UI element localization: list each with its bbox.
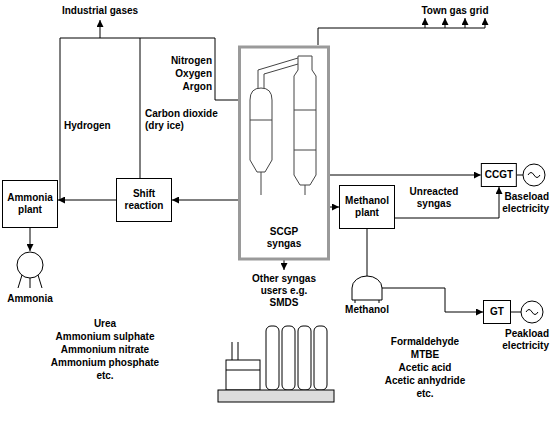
text-label: Urea bbox=[40, 318, 170, 330]
flow-arrow bbox=[58, 200, 116, 201]
process-box: Methanol plant bbox=[339, 185, 395, 229]
text-label: Oxygen bbox=[166, 68, 212, 80]
flow-arrow bbox=[172, 200, 238, 201]
node-label: Shift reaction bbox=[120, 188, 168, 212]
generator-symbols bbox=[508, 164, 545, 323]
process-box: GT bbox=[483, 300, 511, 324]
text-label: Methanol bbox=[336, 304, 398, 316]
text-label: MTBE bbox=[372, 349, 478, 361]
text-label: Acetic anhydride bbox=[372, 375, 478, 387]
text-label: Ammonium nitrate bbox=[40, 344, 170, 356]
process-box: Shift reaction bbox=[116, 178, 172, 222]
node-label: SCGP syngas bbox=[259, 225, 309, 249]
ammonia-tank bbox=[17, 228, 43, 288]
text-label: Carbon dioxide (dry ice) bbox=[145, 108, 219, 132]
text-label: etc. bbox=[40, 370, 170, 382]
text-label: Peakload electricity bbox=[488, 328, 549, 352]
text-label: Formaldehyde bbox=[372, 336, 478, 348]
text-label: Industrial gases bbox=[45, 5, 155, 17]
text-label: Nitrogen bbox=[166, 55, 212, 67]
flow-arrow bbox=[330, 175, 481, 176]
industrial-gas-lines bbox=[60, 20, 238, 200]
text-label: Baseload electricity bbox=[488, 191, 549, 215]
text-label: Ammonium sulphate bbox=[40, 331, 170, 343]
text-label: Acetic acid bbox=[372, 362, 478, 374]
town-gas-lines bbox=[318, 18, 485, 45]
text-label: Argon bbox=[166, 81, 212, 93]
methanol-tank bbox=[352, 276, 382, 303]
process-box: Ammonia plant bbox=[2, 180, 58, 228]
text-label: Hydrogen bbox=[64, 120, 124, 132]
gasifier-drawing bbox=[250, 56, 316, 195]
text-label: Other syngas users e.g. SMDS bbox=[248, 273, 320, 309]
text-label: etc. bbox=[372, 388, 478, 400]
node-label: GT bbox=[490, 306, 504, 318]
flow-arrow bbox=[330, 207, 339, 208]
text-label: Ammonia bbox=[2, 293, 58, 305]
other-users-plant bbox=[218, 260, 334, 402]
flow-arrow bbox=[367, 229, 483, 312]
node-label: CCGT bbox=[485, 169, 513, 181]
edge-label: Unreacted syngas bbox=[398, 186, 470, 210]
node-label: Methanol plant bbox=[343, 195, 391, 219]
process-box: CCGT bbox=[481, 163, 517, 187]
text-label: Town gas grid bbox=[410, 5, 500, 17]
text-label: Ammonium phosphate bbox=[40, 357, 170, 369]
gasifier-box: SCGP syngas bbox=[238, 45, 330, 260]
node-label: Ammonia plant bbox=[6, 192, 54, 216]
flow-arrow bbox=[395, 187, 499, 218]
